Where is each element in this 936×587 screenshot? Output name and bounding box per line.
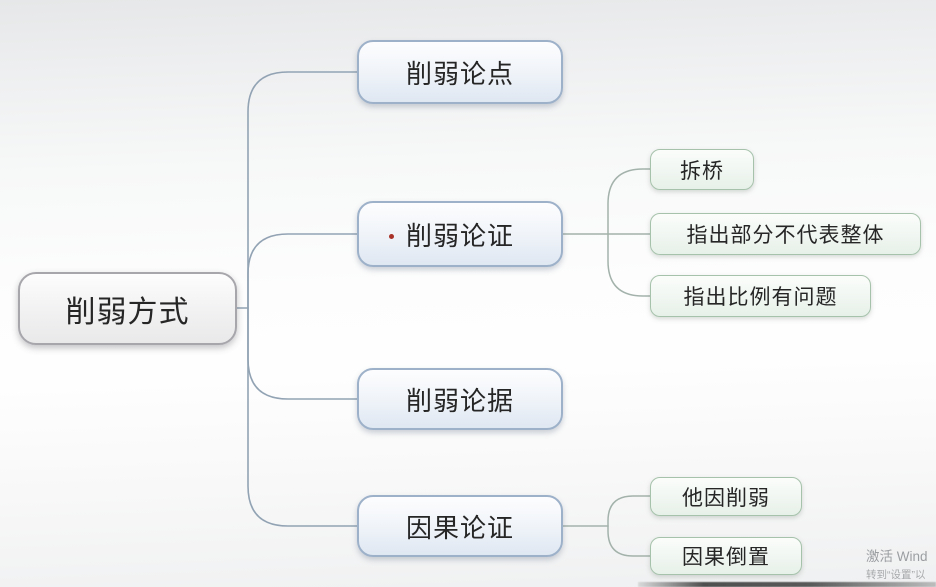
connector-root-to-branch4 (247, 307, 358, 527)
watermark-line1: 激活 Wind (866, 549, 928, 564)
node-leaf-proportion-problem[interactable]: 指出比例有问题 (650, 275, 871, 317)
connector-root-to-branch3 (247, 307, 358, 400)
connector-branch4-to-child2 (607, 525, 651, 557)
connector-branch4-to-child1 (607, 495, 651, 527)
watermark-line2: 转到“设置”以 (866, 568, 926, 581)
node-leaf-cause-effect-reversal[interactable]: 因果倒置 (650, 537, 802, 575)
node-leaf-dismantle-bridge[interactable]: 拆桥 (650, 149, 754, 190)
node-branch-weaken-point[interactable]: 削弱论点 (357, 40, 563, 104)
bottom-edge-shadow (638, 582, 936, 587)
connector-branch2-to-child3 (607, 233, 651, 297)
connector-root-to-branch2 (247, 233, 358, 309)
connector-root-to-branch1 (247, 71, 358, 309)
node-root[interactable]: 削弱方式 (18, 272, 237, 345)
node-branch-weaken-argumentation[interactable]: 削弱论证 (357, 201, 563, 267)
red-dot-marker (389, 234, 394, 239)
node-branch-causal-argumentation[interactable]: 因果论证 (357, 495, 563, 557)
node-leaf-other-cause-weaken[interactable]: 他因削弱 (650, 477, 802, 516)
node-leaf-part-not-whole[interactable]: 指出部分不代表整体 (650, 213, 921, 255)
connector-branch2-to-child1 (607, 168, 651, 235)
windows-activation-watermark: 激活 Wind 转到“设置”以 (866, 549, 928, 582)
node-branch-weaken-evidence[interactable]: 削弱论据 (357, 368, 563, 430)
